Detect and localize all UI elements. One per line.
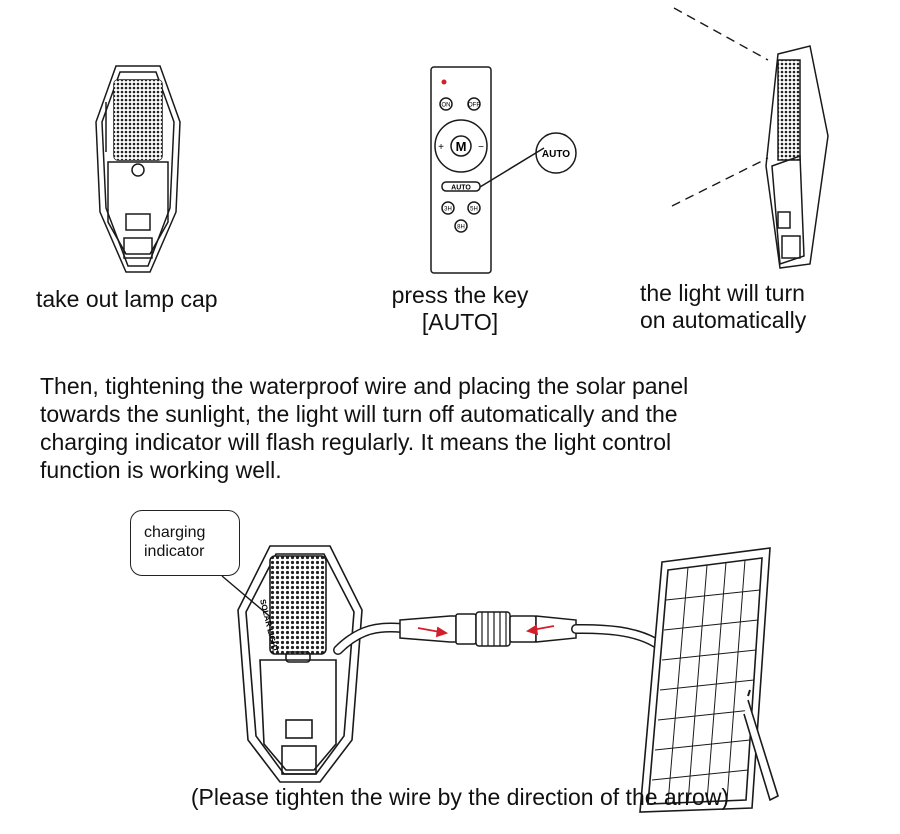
lamp-body [237,545,363,783]
solar-panel [639,547,779,813]
auto-key-label: AUTO [451,185,471,192]
charging-indicator-callout: charging indicator [130,510,240,576]
waterproof-connector [399,611,577,647]
auto-callout-label: AUTO [542,149,570,160]
tighten-arrow-icons [417,624,555,638]
lamp-cap-removed-illustration [95,65,181,273]
plus-label: + [438,142,444,153]
timer-8h-label: 8H [457,225,465,231]
mode-label: M [456,139,467,154]
instruction-paragraph: Then, tightening the waterproof wire and… [40,373,689,483]
step1-caption: take out lamp cap [36,286,218,312]
on-button [439,97,453,111]
timer-3h-label: 3H [444,207,452,213]
step3-caption: the light will turn on automatically [640,280,807,333]
on-label: ON [442,103,451,109]
timer-5h-label: 5H [470,207,478,213]
remote-control-illustration: ON OFF M + − AUTO 3H 5H 8H AUTO [430,66,577,274]
bottom-caption: (Please tighten the wire by the directio… [190,784,730,810]
remote-led-icon [441,79,447,85]
step2-caption: press the key [AUTO] [391,282,529,335]
minus-label: − [478,142,484,153]
lamp-side-view-illustration [671,7,829,269]
off-label: OFF [468,103,480,109]
off-button [467,97,481,111]
